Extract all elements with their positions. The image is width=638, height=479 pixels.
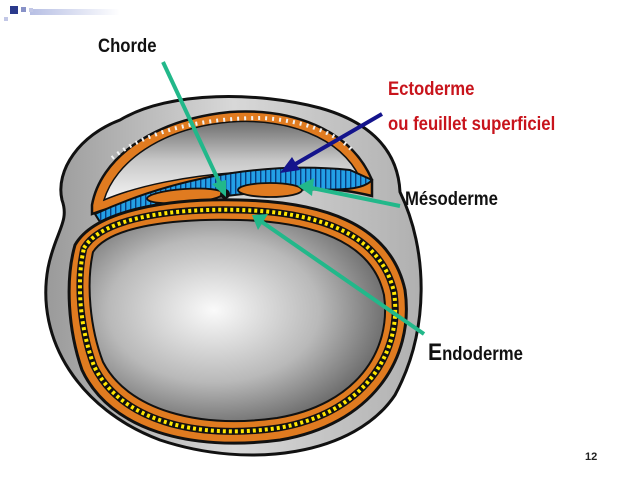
chorde-arrow <box>161 61 223 187</box>
endoderme-label: Endoderme <box>428 339 523 367</box>
endoderme-arrow <box>260 220 426 336</box>
ectoderme-label: Ectoderme <box>388 79 475 100</box>
endoderme-arrowhead <box>252 214 268 230</box>
ectoderme-arrowhead <box>280 157 300 173</box>
endoderme-initial: E <box>428 339 443 366</box>
yolk-sac <box>67 198 408 445</box>
mesoderme-arrow <box>311 186 401 208</box>
page-number: 12 <box>585 451 598 463</box>
endoderm-layer <box>77 207 398 434</box>
chorde-label: Chorde <box>98 36 157 57</box>
ectoderme-sublabel: ou feuillet superficiel <box>388 114 556 135</box>
endoderme-rest: ndoderme <box>442 344 523 365</box>
mesoderme-arrowhead <box>298 178 314 196</box>
mesoderme-label: Mésoderme <box>405 189 498 210</box>
chorde-arrowhead <box>212 180 226 197</box>
slide-bullet-icon <box>4 6 120 21</box>
ectoderme-arrow <box>290 112 384 168</box>
pointer-arrows <box>161 61 426 336</box>
